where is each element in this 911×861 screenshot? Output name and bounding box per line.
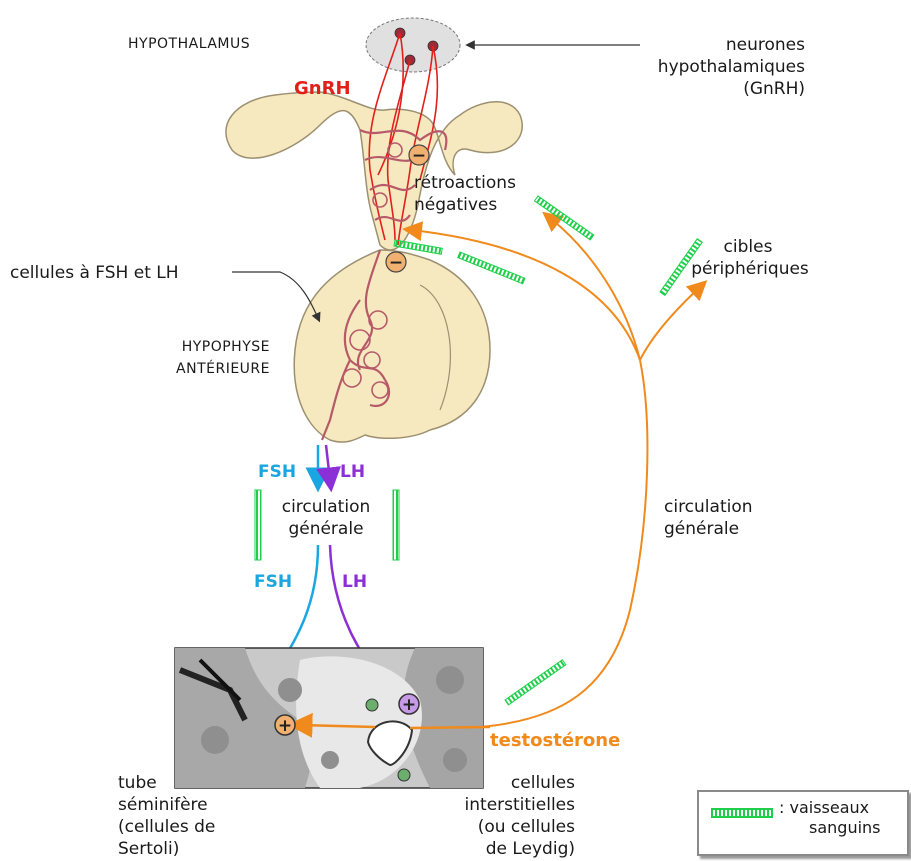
circ-right-label-2: générale [664,518,739,540]
hypophyse-label-1: HYPOPHYSE [120,336,270,358]
lh-label-top: LH [340,461,365,483]
lh-arrow-top [326,445,330,480]
tube-label-1: tube [118,772,157,794]
pituitary-shape [294,250,490,442]
legend-text: : vaisseaux sanguins [779,798,881,838]
circ-left-label-1: circulation [266,496,386,518]
tube-label-2: séminifère [118,794,208,816]
fsh-label-bottom: FSH [254,571,292,593]
testosterone-label: testostérone [490,730,620,752]
retroactions-label-2: négatives [414,194,497,216]
minus-text-top: − [412,146,426,166]
retroactions-label-1: rétroactions [414,172,516,194]
minus-text-bottom: − [389,253,403,273]
plus-sign-leydig: + [399,694,419,715]
tube-label-3: (cellules de [118,816,215,838]
minus-sign-bottom: − [386,252,406,273]
testis-section [175,648,483,788]
legend-line-1: : vaisseaux [779,798,881,818]
tube-label-4: Sertoli) [118,838,179,860]
gnrh-label: GnRH [294,78,351,100]
circ-left-label-2: générale [266,518,386,540]
circ-right-label-1: circulation [664,496,753,518]
interstitial-label-1: cellules [420,772,575,794]
interstitial-label-3: (ou cellules [420,816,575,838]
hypophyse-label-2: ANTÉRIEURE [120,358,270,380]
cibles-label-2: périphériques [685,258,815,280]
lh-label-bottom: LH [342,571,367,593]
cellules-fsh-lh-label: cellules à FSH et LH [10,262,179,284]
plus-sign-sertoli: + [275,715,295,736]
cibles-label-1: cibles [688,236,808,258]
blood-vessel-swatch [711,808,773,818]
neurones-label-2: hypothalamiques [620,56,805,78]
blood-vessels [255,196,702,705]
fsh-label-top: FSH [258,461,296,483]
neurones-label-3: (GnRH) [640,78,805,100]
testosterone-arrow-out [410,727,490,728]
hypothalamus-label: HYPOTHALAMUS [128,33,250,55]
neurones-label-1: neurones [640,34,805,56]
interstitial-label-2: interstitielles [420,794,575,816]
plus-text-sertoli: + [278,716,292,736]
plus-text-leydig: + [402,695,416,715]
legend-line-2: sanguins [779,818,881,838]
minus-sign-top: − [409,145,429,166]
legend: : vaisseaux sanguins [697,790,909,856]
interstitial-label-4: de Leydig) [420,838,575,860]
